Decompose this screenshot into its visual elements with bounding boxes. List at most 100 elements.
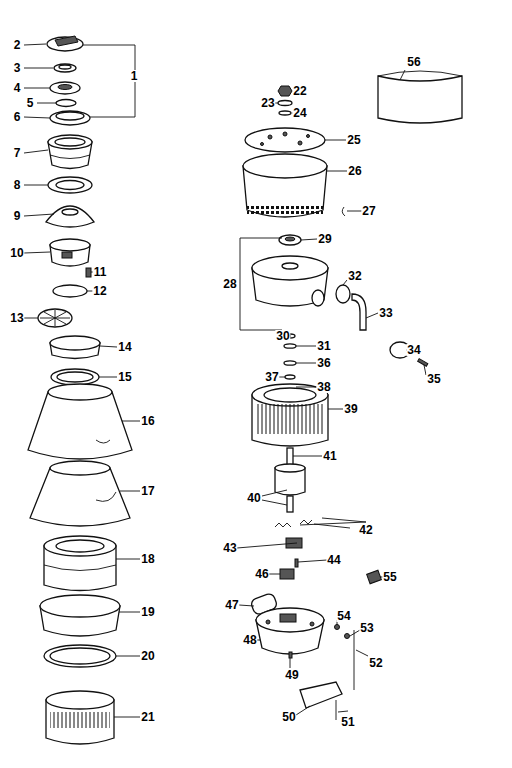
callout-number: 34 <box>406 344 421 356</box>
callout-number: 21 <box>140 711 155 723</box>
callout-number: 27 <box>361 205 376 217</box>
washer <box>284 361 296 365</box>
rotor <box>275 448 305 512</box>
callout-number: 6 <box>13 111 22 123</box>
callout-number: 40 <box>246 492 261 504</box>
stator <box>252 384 328 446</box>
callout-number: 47 <box>224 599 239 611</box>
callout-number: 53 <box>359 622 374 634</box>
reset-button <box>367 570 382 584</box>
screw <box>418 359 428 367</box>
callout-number: 31 <box>316 340 331 352</box>
snap-ring <box>53 285 87 297</box>
assembly-bracket <box>83 45 135 117</box>
gasket <box>48 177 92 193</box>
callout-number: 32 <box>347 270 362 282</box>
gasket <box>336 285 350 303</box>
springs <box>275 520 312 527</box>
callout-number: 26 <box>347 165 362 177</box>
assembly-bracket <box>240 238 282 330</box>
callout-number: 13 <box>9 312 24 324</box>
callout-number: 48 <box>242 634 257 646</box>
callout-number: 42 <box>358 524 373 536</box>
backup-ring <box>46 206 94 227</box>
lower-housing <box>44 536 116 591</box>
callout-number: 3 <box>13 62 22 74</box>
insulation <box>30 461 130 526</box>
discharge-elbow <box>352 294 366 330</box>
callout-number: 24 <box>292 107 307 119</box>
callout-number: 35 <box>426 373 441 385</box>
screw <box>336 700 337 720</box>
screw <box>289 652 292 658</box>
callout-number: 36 <box>316 357 331 369</box>
nut <box>335 625 340 630</box>
callout-number: 55 <box>382 571 397 583</box>
callout-number: 14 <box>117 341 132 353</box>
callout-number: 28 <box>222 278 237 290</box>
turntable <box>245 128 325 152</box>
mounting-ring <box>50 239 90 266</box>
callout-number: 11 <box>93 266 108 278</box>
base-cup <box>46 691 114 744</box>
switch <box>280 569 294 579</box>
callout-number: 15 <box>117 371 132 383</box>
hopper <box>243 154 327 217</box>
callout-number: 33 <box>378 307 393 319</box>
callout-number: 8 <box>13 179 22 191</box>
callout-number: 38 <box>316 381 331 393</box>
callout-number: 5 <box>26 97 35 109</box>
callout-number: 10 <box>9 247 24 259</box>
callout-number: 22 <box>292 85 307 97</box>
washer <box>345 634 350 639</box>
callout-number: 17 <box>140 485 155 497</box>
shield-band <box>378 71 462 123</box>
leader <box>262 490 366 525</box>
callout-number: 56 <box>406 56 421 68</box>
callout-number: 1 <box>130 70 139 82</box>
washer <box>285 375 295 379</box>
callout-number: 43 <box>222 542 237 554</box>
stopper <box>47 36 83 51</box>
callout-number: 51 <box>340 716 355 728</box>
nut <box>278 86 292 96</box>
callout-number: 18 <box>140 553 155 565</box>
lower-end-bell <box>256 608 324 654</box>
washer <box>279 111 291 115</box>
callout-number: 9 <box>13 210 22 222</box>
callout-number: 54 <box>336 610 351 622</box>
sink-flange <box>48 135 92 169</box>
callout-number: 39 <box>343 403 358 415</box>
cover-upper <box>28 384 132 459</box>
callout-number: 7 <box>13 147 22 159</box>
baffle <box>50 82 80 94</box>
bearing <box>279 235 301 245</box>
washer <box>284 344 296 348</box>
callout-number: 16 <box>140 415 155 427</box>
callout-number: 44 <box>326 554 341 566</box>
upper-end-frame <box>252 256 328 306</box>
splash-guard <box>38 309 72 327</box>
callout-number: 19 <box>140 606 155 618</box>
washer <box>56 100 76 107</box>
callout-number: 30 <box>275 330 290 342</box>
pin <box>295 559 298 567</box>
callout-number: 29 <box>317 233 332 245</box>
shell-ring <box>40 595 120 636</box>
gasket-ring <box>51 369 99 385</box>
ring <box>54 64 76 72</box>
callout-number: 41 <box>322 450 337 462</box>
callout-number: 46 <box>254 568 269 580</box>
callout-number: 4 <box>13 82 22 94</box>
washer <box>278 101 292 106</box>
flange-ring <box>50 111 90 125</box>
callout-number: 37 <box>264 371 279 383</box>
clip <box>342 207 345 216</box>
callout-number: 49 <box>284 669 299 681</box>
callout-number: 52 <box>368 657 383 669</box>
bolt <box>354 630 355 690</box>
seal-ring <box>44 645 116 667</box>
upper-mount <box>50 336 100 359</box>
callout-number: 50 <box>281 711 296 723</box>
